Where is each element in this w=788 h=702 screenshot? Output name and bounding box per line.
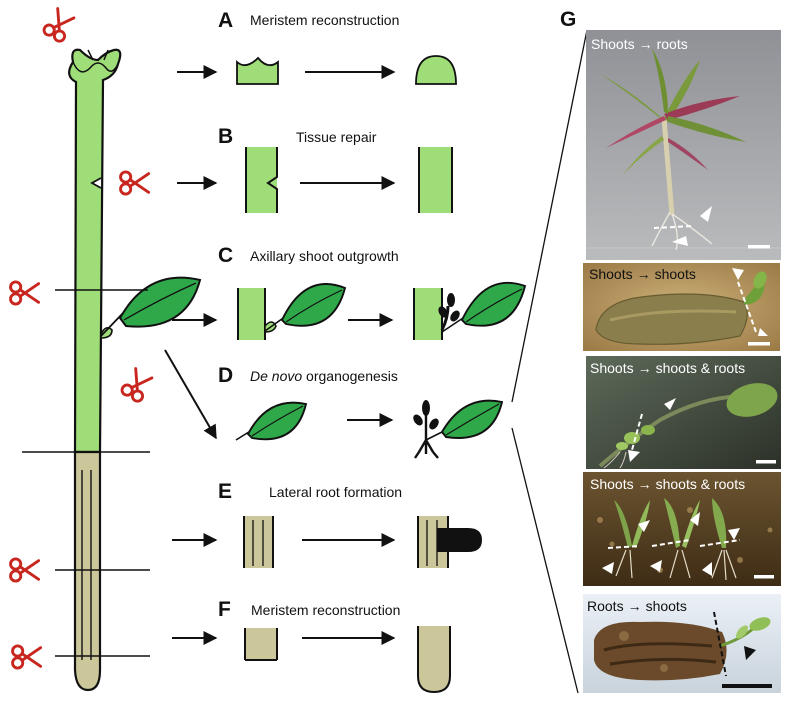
scissors-icon	[11, 644, 43, 670]
photo-label: Shoots→shoots & roots	[590, 360, 745, 376]
lateral-root	[437, 528, 482, 552]
photo-roots-to-shoots: Roots→shoots	[583, 594, 781, 693]
panel-letter: B	[218, 125, 233, 148]
panel-title: Tissue repair	[296, 129, 377, 145]
photo-shoots-to-shoots: Shoots→shoots	[583, 263, 780, 351]
panel-letter: A	[218, 9, 233, 32]
panel-g: G Shoots→roots	[511, 8, 781, 694]
photo-shoots-to-roots: Shoots→roots	[586, 30, 781, 260]
scissors-icon	[118, 366, 155, 405]
panel-e: E Lateral root formation	[172, 480, 482, 568]
photo-shoots-to-shoots-and-roots-2: Shoots→shoots & roots	[583, 472, 781, 586]
panel-d: D De novo organogenesis	[218, 364, 504, 459]
panel-title: Axillary shoot outgrowth	[250, 248, 399, 264]
panel-title: Meristem reconstruction	[250, 12, 399, 28]
photo-label: Shoots→roots	[591, 36, 688, 52]
photo-label: Roots→shoots	[587, 598, 687, 614]
scissors-icon	[9, 557, 41, 583]
photo-label: Shoots→shoots	[589, 266, 696, 282]
root-section	[73, 450, 102, 692]
panel-letter: G	[560, 8, 576, 31]
panel-letter: E	[218, 480, 232, 503]
shoot-stem	[68, 48, 122, 454]
regenerated-shoot-root	[414, 403, 439, 459]
panel-b: B Tissue repair	[177, 125, 453, 213]
panel-c: C Axillary shoot outgrowth	[172, 244, 527, 340]
panel-a: A Meristem reconstruction	[177, 9, 457, 85]
panel-title: Meristem reconstruction	[251, 602, 400, 618]
photo-shoots-to-shoots-and-roots-1: Shoots→shoots & roots	[586, 356, 781, 469]
scissors-icon	[119, 170, 151, 196]
photo-label: Shoots→shoots & roots	[590, 476, 745, 492]
axillary-bud	[100, 326, 113, 339]
axillary-shoot	[440, 305, 450, 331]
panel-title: Lateral root formation	[269, 484, 402, 500]
main-plant-illustration	[22, 48, 202, 692]
panel-f: F Meristem reconstruction	[172, 598, 451, 694]
panel-letter: C	[218, 244, 233, 267]
scissors-icon	[9, 280, 41, 306]
panel-title: De novo organogenesis	[250, 368, 398, 384]
panel-letter: D	[218, 364, 233, 387]
scissors-icon	[40, 6, 77, 45]
panel-letter: F	[218, 598, 231, 621]
